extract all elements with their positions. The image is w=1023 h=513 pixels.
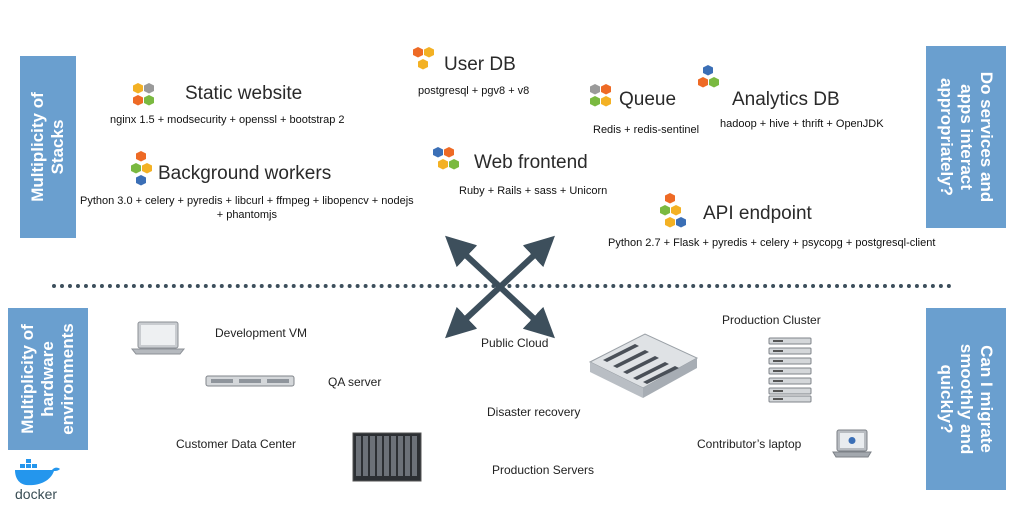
static-website-stack: nginx 1.5 + modsecurity + openssl + boot…: [110, 114, 345, 126]
rack-server-icon: [205, 375, 295, 387]
datacenter-icon: [588, 333, 699, 398]
web-frontend-stack: Ruby + Rails + sass + Unicorn: [459, 185, 608, 197]
analytics-db-title: Analytics DB: [732, 89, 840, 110]
blade-server-icon: [352, 432, 422, 482]
user-db-stack: postgresql + pgv8 + v8: [418, 85, 530, 97]
divider: [52, 284, 952, 288]
disaster-recovery-label: Disaster recovery: [487, 405, 581, 419]
hex-cluster-icon: [131, 151, 152, 186]
docker-logo-text: docker: [15, 486, 58, 502]
contributor-laptop-label: Contributor’s laptop: [697, 437, 802, 451]
stacks-label: Multiplicity of Stacks: [28, 92, 67, 202]
qa-server-label: QA server: [328, 375, 382, 389]
api-endpoint-title: API endpoint: [703, 203, 812, 224]
migrate-label: Can I migrate smoothly and quickly?: [937, 343, 996, 455]
migrate-panel: Can I migrate smoothly and quickly?: [926, 308, 1006, 490]
docker-whale-icon: [15, 459, 60, 486]
server-stack-icon: [768, 337, 812, 403]
static-website-title: Static website: [185, 83, 303, 104]
background-workers-title: Background workers: [158, 163, 332, 184]
hardware-label: Multiplicity of hardware environments: [18, 323, 77, 435]
interact-label: Do services and apps interact appropriat…: [937, 71, 996, 203]
hex-cluster-icon: [590, 84, 611, 107]
hex-cluster-icon: [413, 47, 434, 70]
queue-title: Queue: [619, 89, 677, 110]
background-workers-stack: Python 3.0 + celery + pyredis + libcurl …: [80, 195, 414, 221]
queue-stack: Redis + redis-sentinel: [593, 124, 700, 136]
hex-cluster-icon: [133, 83, 154, 106]
api-endpoint-stack: Python 2.7 + Flask + pyredis + celery + …: [608, 237, 936, 249]
dev-vm-label: Development VM: [215, 326, 308, 340]
production-servers-label: Production Servers: [492, 463, 595, 477]
hardware-panel: Multiplicity of hardware environments: [8, 308, 88, 450]
laptop-icon: [130, 321, 186, 355]
laptop-icon: [832, 429, 872, 458]
interact-panel: Do services and apps interact appropriat…: [926, 46, 1006, 228]
stacks-panel: Multiplicity of Stacks: [20, 56, 76, 238]
hex-cluster-icon: [433, 147, 459, 170]
customer-dc-label: Customer Data Center: [176, 437, 297, 451]
analytics-db-stack: hadoop + hive + thrift + OpenJDK: [720, 118, 884, 130]
web-frontend-title: Web frontend: [474, 152, 588, 173]
public-cloud-label: Public Cloud: [481, 336, 549, 350]
production-cluster-label: Production Cluster: [722, 313, 821, 327]
user-db-title: User DB: [444, 54, 516, 75]
hex-cluster-icon: [660, 193, 686, 228]
hex-cluster-icon: [698, 65, 719, 88]
